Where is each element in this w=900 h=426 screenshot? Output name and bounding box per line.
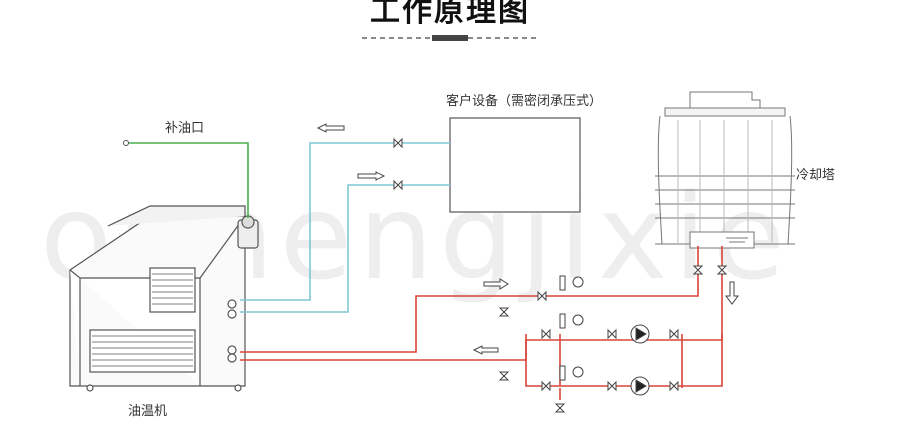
oil-temperature-machine xyxy=(69,205,259,392)
pump-upper xyxy=(630,324,650,344)
customer-loop-lines xyxy=(240,142,450,313)
oil-machine-label: 油温机 xyxy=(128,404,168,419)
customer-equipment-box xyxy=(449,117,581,213)
title-divider xyxy=(362,35,540,41)
pressure-gauges xyxy=(559,275,584,381)
flow-arrows-customer xyxy=(316,123,386,181)
customer-valves xyxy=(393,137,403,191)
page-title: 工作原理图 xyxy=(370,0,530,29)
oil-refill-line xyxy=(123,140,249,218)
cooling-water-lines xyxy=(240,246,723,400)
oil-refill-label: 补油口 xyxy=(165,121,205,136)
cooling-tower-label: 冷却塔 xyxy=(796,168,836,183)
customer-equipment-label: 客户设备（需密闭承压式） xyxy=(446,94,603,109)
pump-lower xyxy=(630,376,650,396)
cooling-valves xyxy=(498,265,728,413)
cooling-tower xyxy=(655,91,795,249)
flow-arrows-cooling xyxy=(472,278,739,355)
